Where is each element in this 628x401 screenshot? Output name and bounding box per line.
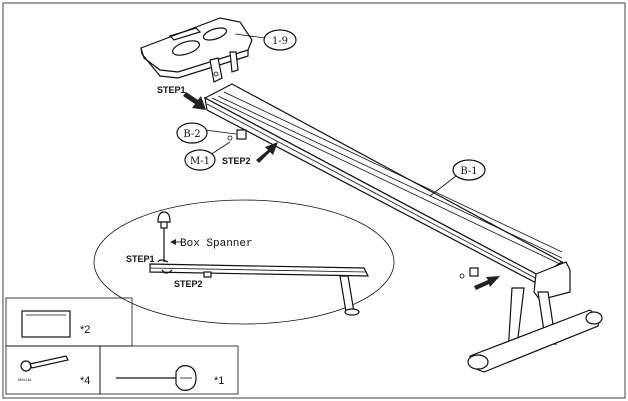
box-spanner-label: Box Spanner — [180, 238, 253, 250]
callout-1-9-circle — [263, 29, 297, 51]
step1-label-top: STEP1 — [157, 85, 186, 95]
callout-b2-label: B-2 — [183, 129, 200, 140]
callout-1-9-label: 1-9 — [272, 36, 288, 47]
spanner-count: *1 — [214, 375, 224, 387]
detail-view — [93, 199, 395, 325]
seat-part — [140, 17, 253, 83]
parts-table — [5, 297, 239, 395]
main-rail — [203, 83, 603, 373]
callout-b1-leader — [429, 175, 457, 197]
step2-label-top: STEP2 — [222, 156, 251, 166]
step1-label-detail: STEP1 — [126, 254, 155, 264]
washer-count: *2 — [80, 324, 90, 336]
step2-label-detail: STEP2 — [174, 279, 203, 289]
step1-arrow — [183, 92, 206, 110]
bolt-count: *4 — [80, 375, 90, 387]
callout-m1-label: M-1 — [190, 156, 210, 167]
callout-b1-circle — [452, 159, 486, 181]
rear-arrow — [474, 276, 500, 290]
callout-1-9-leader — [234, 33, 266, 39]
bolt-size-label: M6x16L — [18, 377, 33, 382]
callout-m1-circle — [184, 149, 216, 171]
callout-b2-circle — [176, 122, 208, 144]
front-bolt-group — [204, 129, 247, 156]
step2-arrow — [256, 142, 278, 163]
callout-b1-label: B-1 — [460, 166, 477, 177]
